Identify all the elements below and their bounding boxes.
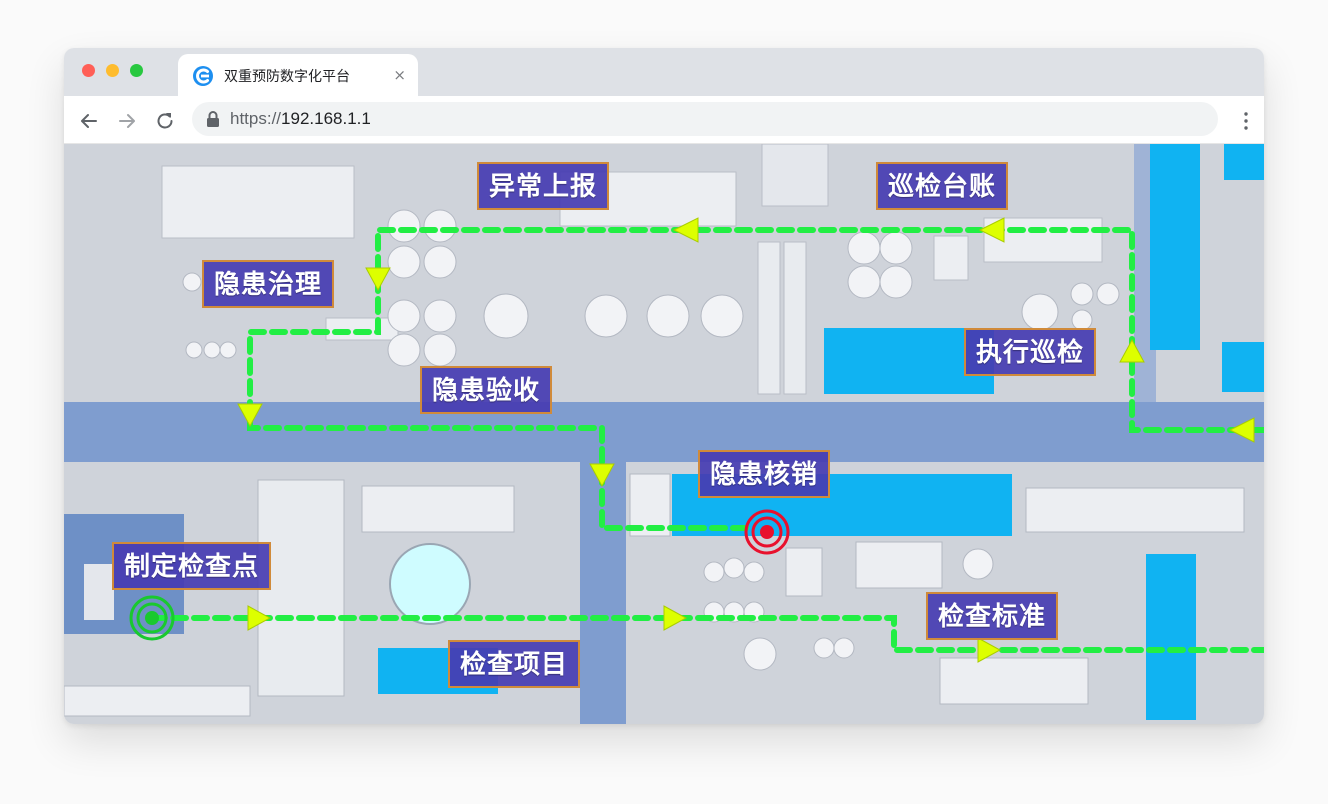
plant-map: 异常上报 巡检台账 隐患治理 执行巡检 隐患验收 隐患核销 制定检查点 检查标准…	[64, 144, 1264, 724]
plant-map-canvas	[64, 144, 1264, 724]
platform-logo-icon	[193, 66, 213, 86]
minimize-window-button[interactable]	[106, 64, 119, 77]
maximize-window-button[interactable]	[130, 64, 143, 77]
small-building	[933, 235, 969, 281]
lower-warehouse-a	[257, 479, 345, 697]
lower-warehouse-h	[64, 685, 251, 717]
tab-close-icon[interactable]: ×	[393, 66, 406, 84]
arrow-left-icon[interactable]	[78, 110, 100, 132]
arrow-left-icon	[1228, 417, 1255, 443]
arrow-right-icon	[247, 605, 272, 631]
close-window-button[interactable]	[82, 64, 95, 77]
pipe-rack-a	[757, 241, 781, 395]
address-bar[interactable]: https://192.168.1.1	[192, 102, 1218, 136]
end-marker[interactable]	[744, 509, 790, 555]
label-set-checkpoint[interactable]: 制定检查点	[112, 542, 272, 590]
kebab-menu-icon[interactable]	[1244, 111, 1248, 131]
label-inspection-items[interactable]: 检查项目	[448, 640, 581, 688]
label-inspection-ledger[interactable]: 巡检台账	[876, 162, 1009, 210]
warehouse-a	[161, 165, 355, 239]
lower-building-e	[855, 541, 943, 589]
lower-building-f	[785, 547, 823, 597]
browser-toolbar: https://192.168.1.1	[64, 96, 1264, 144]
label-hazard-governance[interactable]: 隐患治理	[202, 260, 335, 308]
blue-block-a	[1150, 144, 1200, 350]
reload-icon[interactable]	[154, 110, 176, 132]
url-text: https://192.168.1.1	[230, 109, 371, 129]
lower-warehouse-g	[939, 657, 1089, 705]
browser-window: 双重预防数字化平台 × https://192.168.1.1	[64, 48, 1264, 724]
arrow-right-icon	[977, 637, 1002, 663]
blue-block-b	[1224, 144, 1264, 180]
arrow-left-icon	[672, 217, 699, 243]
tab-bar: 双重预防数字化平台 ×	[64, 48, 1264, 96]
arrow-up-icon	[1119, 338, 1145, 363]
utility-building	[761, 144, 829, 207]
blue-block-c	[1222, 342, 1264, 392]
label-hazard-closure[interactable]: 隐患核销	[698, 450, 831, 498]
arrow-down-icon	[237, 403, 263, 428]
arrow-down-icon	[589, 463, 615, 488]
lower-warehouse-b	[361, 485, 515, 533]
plaza-building	[84, 564, 114, 620]
arrow-right-icon	[663, 605, 688, 631]
start-marker[interactable]	[129, 595, 175, 641]
url-host: 192.168.1.1	[281, 109, 371, 128]
label-inspection-standard[interactable]: 检查标准	[926, 592, 1059, 640]
arrow-down-icon	[365, 267, 391, 292]
arrow-right-icon[interactable]	[116, 110, 138, 132]
spherical-tank	[389, 543, 471, 625]
route-arrows	[237, 217, 1255, 663]
main-road	[64, 402, 1264, 462]
arrow-left-icon	[978, 217, 1005, 243]
blue-block-f	[1146, 554, 1196, 720]
label-anomaly-report[interactable]: 异常上报	[477, 162, 610, 210]
url-scheme: https://	[230, 109, 282, 128]
tab-title: 双重预防数字化平台	[224, 69, 350, 85]
label-hazard-acceptance[interactable]: 隐患验收	[420, 366, 553, 414]
lower-warehouse-d	[1025, 487, 1245, 533]
tab-active[interactable]: 双重预防数字化平台 ×	[178, 54, 418, 96]
label-execute-inspection[interactable]: 执行巡检	[964, 328, 1097, 376]
lock-icon	[207, 111, 219, 127]
pipe-rack-b	[783, 241, 807, 395]
